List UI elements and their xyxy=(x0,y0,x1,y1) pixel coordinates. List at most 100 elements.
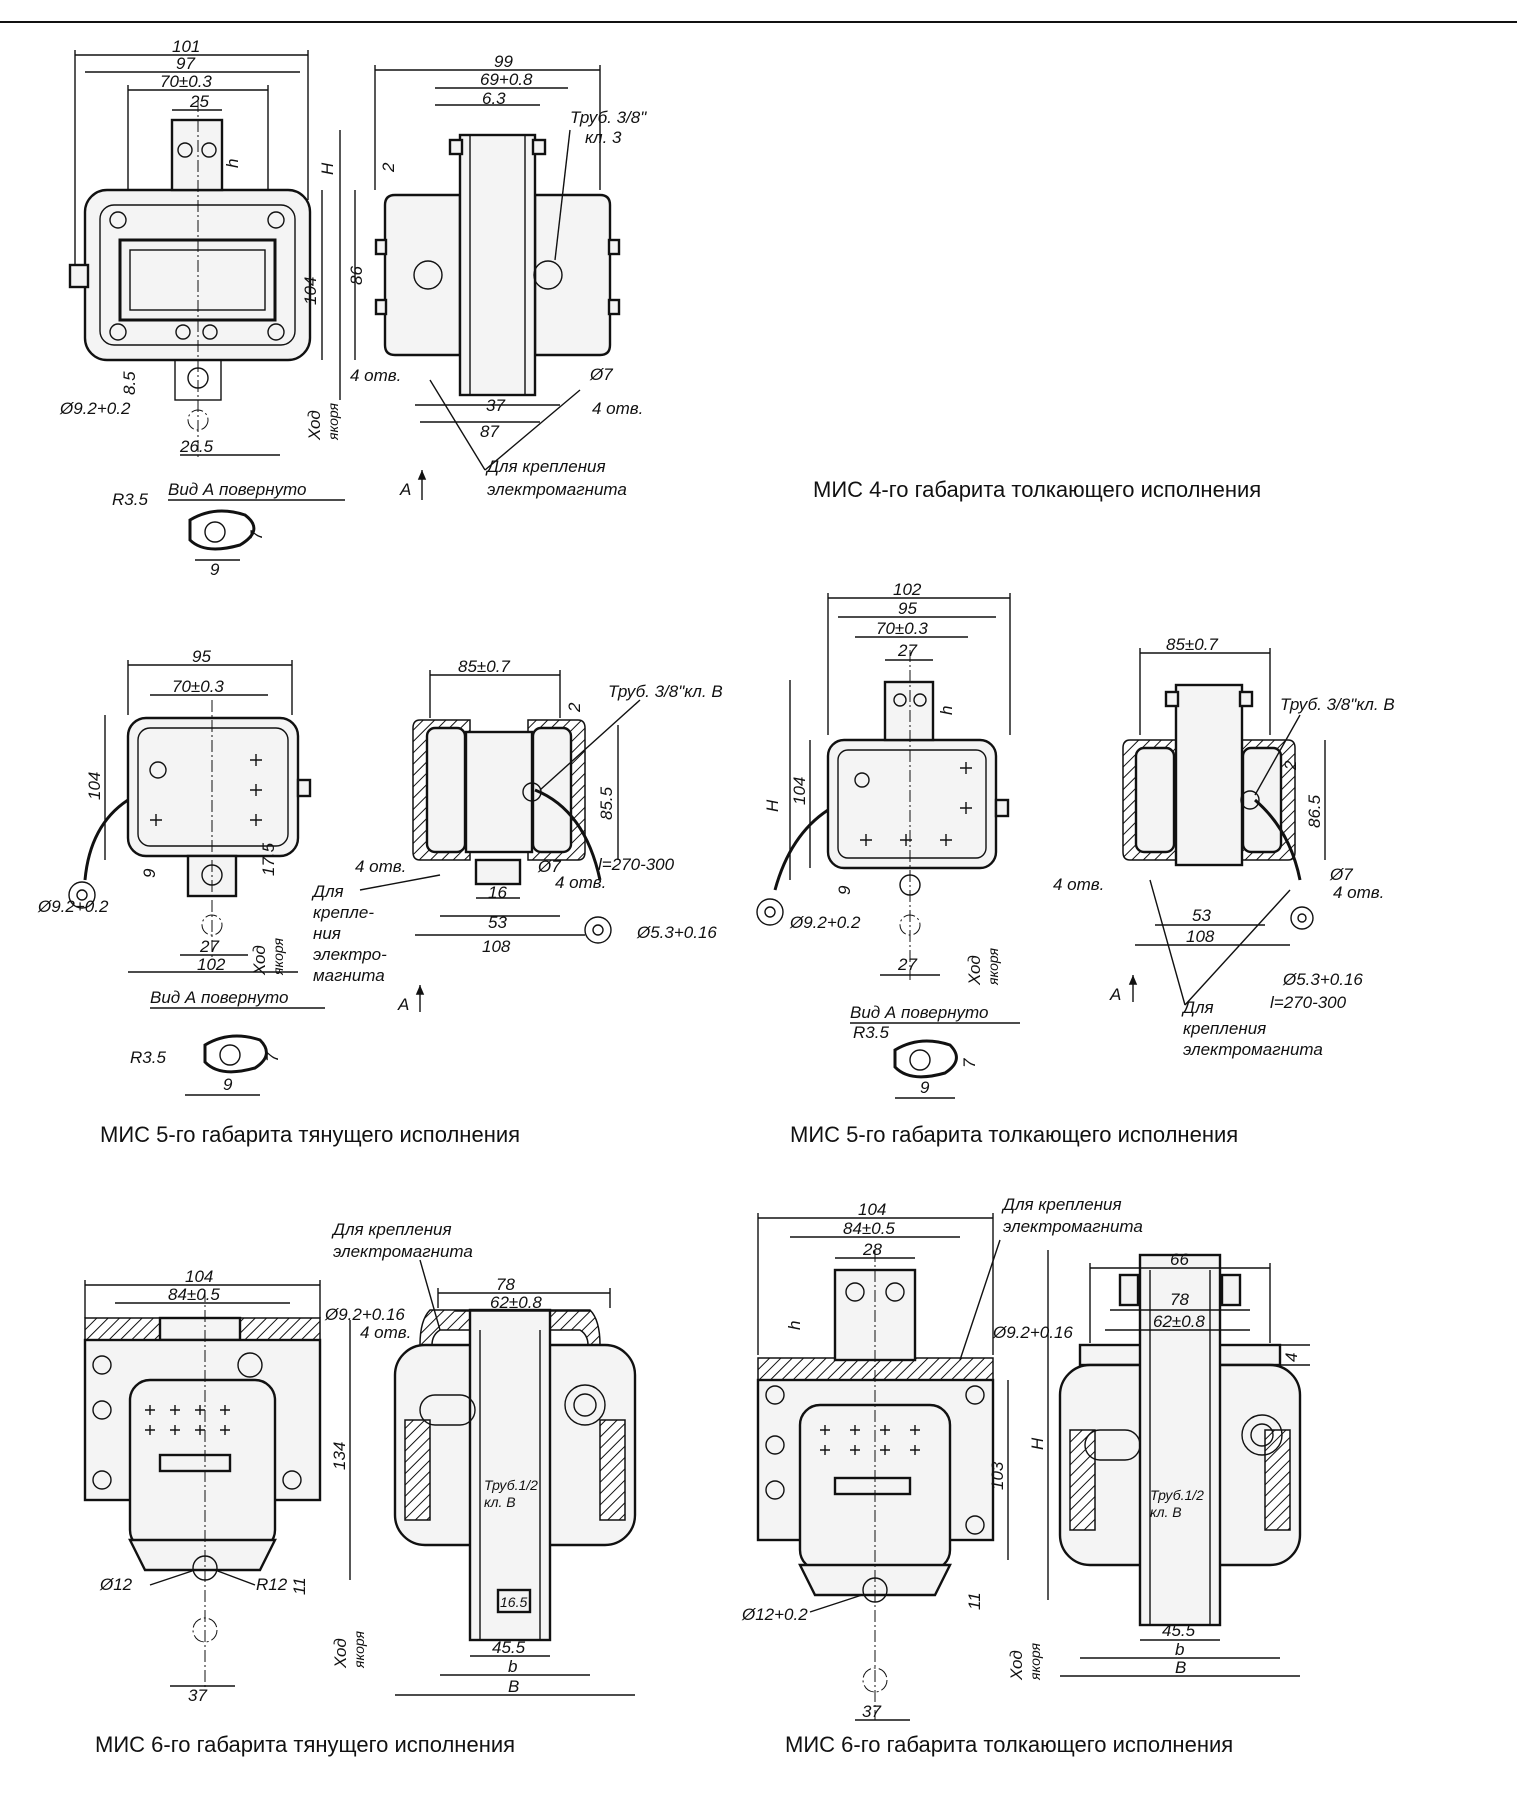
dim-103: 103 xyxy=(988,1461,1007,1490)
dim-dia9-2: Ø9.2+0.2 xyxy=(37,897,109,916)
dim-8-5: 8.5 xyxy=(120,371,139,395)
label-mount-2: крепления xyxy=(1183,1019,1266,1038)
caption-mis4-pushing: МИС 4-го габарита толкающего исполнения xyxy=(813,477,1261,502)
dim-53: 53 xyxy=(1192,906,1211,925)
dim-b: b xyxy=(1175,1640,1184,1659)
drawing-mis4-pushing: 101 97 70±0.3 25 h H 104 8.5 Ø9.2+0.2 Хо… xyxy=(59,37,1261,579)
dim-104: 104 xyxy=(185,1267,213,1286)
label-length: l=270-300 xyxy=(1270,993,1347,1012)
dim-4: 4 xyxy=(1282,1353,1301,1362)
dim-17-5: 17.5 xyxy=(259,842,278,876)
dim-9b: 9 xyxy=(223,1075,233,1094)
dim-37: 37 xyxy=(862,1702,881,1721)
dim-66: 66 xyxy=(1170,1250,1189,1269)
caption-mis5-pulling: МИС 5-го габарита тянущего исполнения xyxy=(100,1122,520,1147)
dim-85: 85±0.7 xyxy=(1166,635,1218,654)
dim-r3-5: R3.5 xyxy=(130,1048,166,1067)
dim-H: H xyxy=(318,162,337,175)
mis5-pull-side-view: 85±0.7 2 Труб. 3/8"кл. В 85.5 4 отв. Ø7 … xyxy=(311,657,723,1014)
dim-78: 78 xyxy=(1170,1290,1189,1309)
label-stroke: Ход xyxy=(965,955,984,986)
dim-45-5: 45.5 xyxy=(492,1638,526,1657)
dim-9b: 9 xyxy=(920,1078,930,1097)
label-armature: якоря xyxy=(325,402,341,441)
dim-11: 11 xyxy=(965,1592,984,1610)
dim-7: 7 xyxy=(263,1052,282,1062)
label-length: l=270-300 xyxy=(598,855,675,874)
label-class: кл. В xyxy=(484,1494,516,1510)
dim-104: 104 xyxy=(790,777,809,805)
label-mount-1: Для крепления xyxy=(485,457,606,476)
dim-70: 70±0.3 xyxy=(160,72,212,91)
caption-mis6-pushing: МИС 6-го габарита толкающего исполнения xyxy=(785,1732,1233,1757)
mis5-push-side-view: 85±0.7 Труб. 3/8"кл. В 2 86.5 4 отв. Ø7 … xyxy=(1053,635,1395,1059)
dim-102: 102 xyxy=(197,955,226,974)
label-dia7: Ø7 xyxy=(589,365,613,384)
dim-H: H xyxy=(1028,1437,1047,1450)
dim-95: 95 xyxy=(898,599,917,618)
label-class: кл. 3 xyxy=(585,128,622,147)
dim-99: 99 xyxy=(494,52,513,71)
label-holes-b: 4 отв. xyxy=(555,873,606,892)
label-holes-a: 4 отв. xyxy=(350,366,401,385)
mis6-pull-front-view: 104 84±0.5 134 11 Ø12 R12 Ход якоря 37 xyxy=(83,1267,367,1705)
drawing-mis6-pulling: 104 84±0.5 134 11 Ø12 R12 Ход якоря 37 xyxy=(83,1220,637,1757)
label-stroke: Ход xyxy=(305,410,324,441)
mis5-pull-front-view: 95 70±0.3 104 9 17.5 Ø9.2+0.2 27 102 Ход… xyxy=(37,647,312,976)
label-mount-2: электромагнита xyxy=(333,1242,473,1261)
dim-85-5: 85.5 xyxy=(597,786,616,820)
dim-dia9-2: Ø9.2+0.2 xyxy=(59,399,131,418)
dim-dia9-2: Ø9.2+0.16 xyxy=(324,1305,405,1324)
dim-7: 7 xyxy=(960,1058,979,1068)
dim-dia9-2: Ø9.2+0.2 xyxy=(789,913,861,932)
dim-dia9-2: Ø9.2+0.16 xyxy=(992,1323,1073,1342)
label-armature: якоря xyxy=(1027,1642,1043,1681)
dim-70: 70±0.3 xyxy=(876,619,928,638)
caption-mis5-pushing: МИС 5-го габарита толкающего исполнения xyxy=(790,1122,1238,1147)
label-mount-4: электро- xyxy=(313,945,387,964)
dim-84: 84±0.5 xyxy=(843,1219,895,1238)
label-view-a: Вид А повернуто xyxy=(850,1003,988,1022)
dim-97: 97 xyxy=(176,54,195,73)
label-mount-1: Для xyxy=(311,882,344,901)
dim-B: B xyxy=(508,1677,519,1696)
dim-85: 85±0.7 xyxy=(458,657,510,676)
label-a: A xyxy=(1109,985,1121,1004)
dim-37: 37 xyxy=(188,1686,207,1705)
dim-86-5: 86.5 xyxy=(1305,794,1324,828)
dim-26-5: 26.5 xyxy=(179,437,214,456)
label-view-a: Вид А повернуто xyxy=(168,480,306,499)
label-mount-1: Для крепления xyxy=(331,1220,452,1239)
label-stroke: Ход xyxy=(250,945,269,976)
dim-108: 108 xyxy=(1186,927,1215,946)
dim-2: 2 xyxy=(565,702,584,713)
drawing-mis5-pulling: 95 70±0.3 104 9 17.5 Ø9.2+0.2 27 102 Ход… xyxy=(37,647,723,1147)
dim-108: 108 xyxy=(482,937,511,956)
dim-62: 62±0.8 xyxy=(490,1293,542,1312)
mis4-front-view: 101 97 70±0.3 25 h H 104 8.5 Ø9.2+0.2 Хо… xyxy=(59,37,341,460)
label-class: кл. В xyxy=(1150,1504,1182,1520)
dim-r3-5: R3.5 xyxy=(853,1023,889,1042)
drawing-mis5-pushing: 102 95 70±0.3 27 h H 104 9 Ø9.2+0.2 27 Х… xyxy=(756,580,1395,1147)
label-tube: Труб. 3/8" xyxy=(570,108,647,127)
drawing-mis6-pushing: 104 84±0.5 28 Для крепления электромагни… xyxy=(741,1195,1310,1757)
dim-16: 16 xyxy=(488,883,507,902)
label-armature: якоря xyxy=(351,1630,367,1669)
dim-104: 104 xyxy=(858,1200,886,1219)
dim-H: H xyxy=(763,799,782,812)
label-stroke: Ход xyxy=(331,1638,350,1669)
label-tube: Труб. 3/8"кл. В xyxy=(1280,695,1395,714)
dim-45-5: 45.5 xyxy=(1162,1621,1196,1640)
mis5-pull-view-a: Вид А повернуто R3.5 7 9 xyxy=(130,988,325,1096)
mis6-push-front-view: 104 84±0.5 28 Для крепления электромагни… xyxy=(741,1195,1143,1721)
label-a: A xyxy=(397,995,409,1014)
mis4-view-a: Вид А повернуто R3.5 7 9 xyxy=(112,480,345,579)
label-mount-3: ния xyxy=(313,924,341,943)
dim-2: 2 xyxy=(1281,760,1300,771)
label-tube: Труб. 3/8"кл. В xyxy=(608,682,723,701)
dim-9: 9 xyxy=(835,885,854,895)
dim-27: 27 xyxy=(897,641,917,660)
dim-r3-5: R3.5 xyxy=(112,490,148,509)
dim-7: 7 xyxy=(247,530,266,540)
